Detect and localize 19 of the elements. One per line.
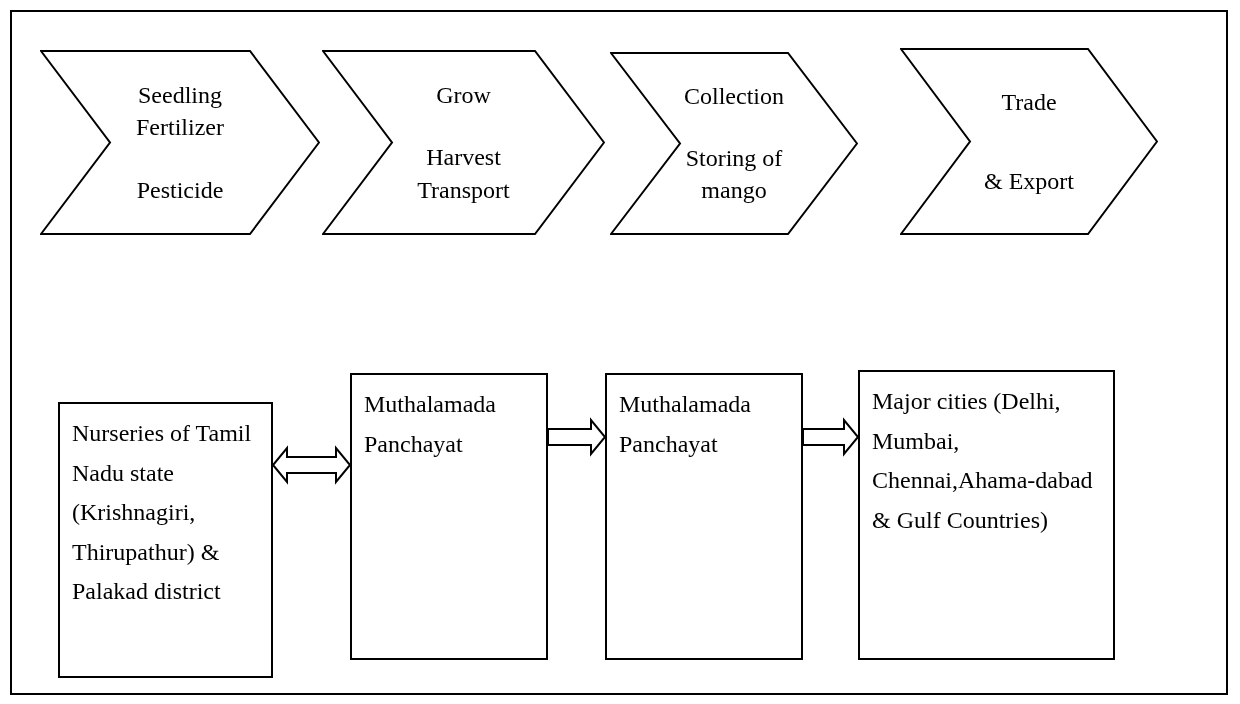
step-text: Storing of mango (684, 143, 784, 206)
location-box (858, 370, 1115, 660)
step-text: Seedling Fertilizer (135, 80, 225, 143)
location-box (350, 373, 548, 660)
location-text: Muthalamada Panchayat (364, 390, 497, 459)
step-text: & Export (984, 167, 1074, 197)
step-text: Collection (684, 82, 784, 112)
block-arrow (547, 417, 607, 457)
location-box (58, 402, 273, 678)
block-arrow (802, 417, 860, 457)
step-text: Trade (1001, 87, 1057, 117)
step-text: Pesticide (136, 175, 224, 205)
location-text: Muthalamada Panchayat (619, 390, 752, 459)
location-box (605, 373, 803, 660)
location-text: Major cities (Delhi, Mumbai, Chennai,Ahama-dabad & Gulf Countries) (872, 387, 1094, 535)
location-text: Nurseries of Tamil Nadu state (Krishnagiri, Thirupathur) & Palakad district (72, 419, 253, 607)
step-text: Grow (436, 80, 491, 110)
double-block-arrow (271, 445, 352, 485)
step-text: Harvest Transport (416, 143, 511, 205)
